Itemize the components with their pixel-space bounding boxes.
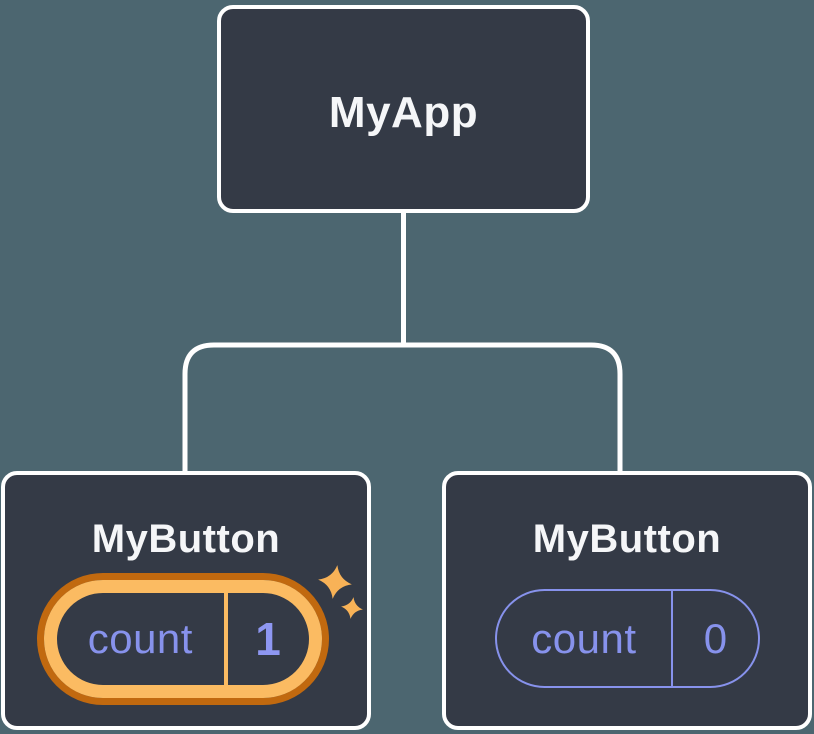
pill-divider [223, 593, 228, 685]
node-mybutton-label: MyButton [532, 517, 722, 561]
node-myapp-label: MyApp [328, 88, 479, 137]
sparkle-star-large [318, 565, 352, 599]
state-value-cell: 0 [673, 591, 758, 686]
state-name: count [87, 615, 193, 662]
state-pill: count 0 [495, 589, 760, 688]
state-value: 0 [703, 614, 728, 662]
state-pill-highlighted: count 1 [44, 580, 322, 698]
node-myapp: MyApp [217, 5, 590, 213]
state-name-cell: count [497, 591, 671, 686]
node-mybutton-label: MyButton [91, 517, 281, 561]
state-value-cell: 1 [228, 593, 309, 685]
sparkle-star-small [341, 597, 363, 619]
state-value: 1 [255, 613, 282, 665]
node-mybutton-highlighted: MyButton count 1 [1, 471, 371, 730]
pill-divider [670, 591, 674, 686]
state-name-cell: count [57, 593, 224, 685]
connector-bracket [182, 342, 623, 472]
state-name: count [531, 614, 637, 662]
node-mybutton-plain: MyButton count 0 [442, 471, 812, 730]
